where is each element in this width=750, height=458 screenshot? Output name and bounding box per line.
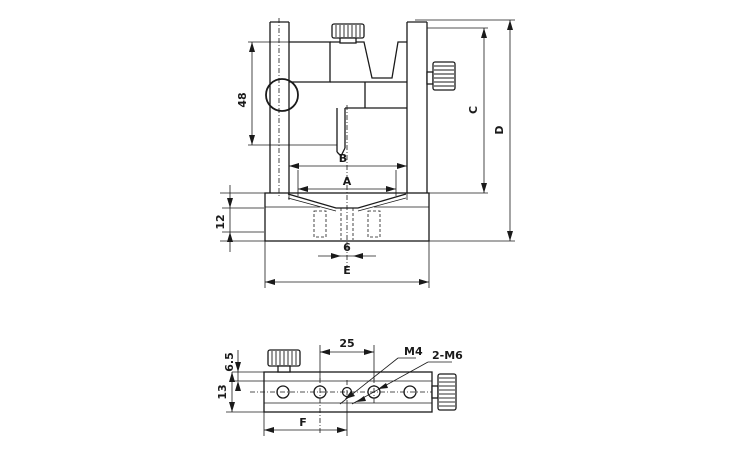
- round-knob-icon: [265, 78, 299, 112]
- dim-label-B: B: [339, 152, 347, 165]
- dim-label-E: E: [343, 264, 351, 277]
- hidden-hole-right: [367, 210, 381, 238]
- front-view: 48 B A C D 12 6: [214, 18, 515, 288]
- dim-label-25: 25: [339, 337, 354, 350]
- dim-label-D: D: [493, 125, 506, 134]
- side-knurled-knob-icon: [426, 61, 456, 91]
- top-knurled-knob-icon: [331, 23, 365, 44]
- dim-label-6: 6: [343, 241, 351, 254]
- dim-label-13: 13: [216, 384, 229, 399]
- dim-label-12: 12: [214, 214, 227, 229]
- callout-M4: M4: [404, 345, 423, 358]
- upper-clamp-body: [289, 41, 331, 83]
- top-view: 25 6.5 13 F M4 2-M6: [216, 337, 463, 436]
- dim-label-A: A: [343, 175, 352, 188]
- dim-label-F: F: [299, 416, 307, 429]
- top-view-side-knob-icon: [431, 373, 457, 411]
- dim-label-48: 48: [236, 92, 249, 107]
- hole-4: [403, 385, 417, 399]
- hole-1: [276, 385, 290, 399]
- dim-label-6-5: 6.5: [223, 352, 236, 372]
- callout-2-M6: 2-M6: [432, 349, 463, 362]
- dim-label-C: C: [467, 106, 480, 114]
- top-view-knob-icon: [267, 349, 301, 373]
- hidden-hole-left: [313, 210, 327, 238]
